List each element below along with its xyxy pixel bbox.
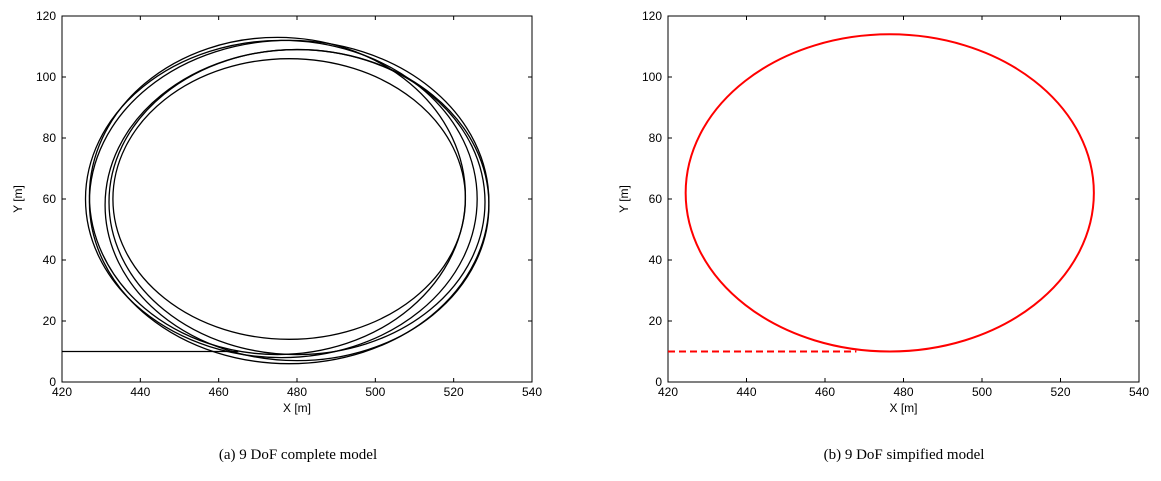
y-tick-label: 60 (649, 192, 663, 206)
x-axis-label-a: X [m] (283, 401, 311, 415)
y-tick-label: 40 (43, 253, 57, 267)
x-tick-label: 440 (736, 385, 756, 399)
x-tick-label: 520 (1050, 385, 1070, 399)
x-tick-label: 480 (893, 385, 913, 399)
trajectory-loop (684, 33, 1095, 353)
y-tick-label: 120 (642, 9, 662, 23)
caption-a: (a) 9 DoF complete model (219, 447, 377, 463)
x-tick-label: 460 (815, 385, 835, 399)
x-tick-label: 480 (287, 385, 307, 399)
y-tick-label: 0 (655, 375, 662, 389)
y-tick-label: 100 (642, 70, 662, 84)
trajectory-loop (108, 48, 486, 356)
plot-area-a (62, 36, 490, 365)
x-tick-label: 520 (444, 385, 464, 399)
y-tick-label: 80 (43, 131, 57, 145)
x-tick-label: 440 (130, 385, 150, 399)
chart-panel-b: 420 440 460 480 500 520 540 0 20 40 60 80 100 120 X … (617, 9, 1149, 463)
y-tick-label: 80 (649, 131, 663, 145)
y-axis-label-b: Y [m] (617, 185, 631, 213)
x-tick-label: 500 (365, 385, 385, 399)
x-tick-label: 540 (522, 385, 542, 399)
plot-frame-b (667, 15, 1140, 383)
plot-area-b (668, 33, 1095, 353)
y-tick-label: 0 (49, 375, 56, 389)
x-axis-ticks-a: 420 440 460 480 500 520 540 (52, 16, 542, 399)
y-tick-label: 20 (43, 314, 57, 328)
x-tick-label: 420 (658, 385, 678, 399)
trajectory-loop (112, 58, 467, 340)
y-tick-label: 40 (649, 253, 663, 267)
y-tick-label: 120 (36, 9, 56, 23)
y-tick-label: 20 (649, 314, 663, 328)
x-axis-label-b: X [m] (889, 401, 917, 415)
x-tick-label: 540 (1129, 385, 1149, 399)
plot-frame-a (61, 15, 533, 383)
y-axis-ticks-b: 0 20 40 60 80 100 120 (642, 9, 1139, 389)
x-tick-label: 500 (972, 385, 992, 399)
y-axis-label-a: Y [m] (11, 185, 25, 213)
y-axis-ticks-a: 0 20 40 60 80 100 120 (36, 9, 532, 389)
chart-panel-a: 420 440 460 480 500 520 540 0 20 40 60 80 100 120 X … (11, 9, 542, 463)
x-axis-ticks-b: 420 440 460 480 500 520 540 (658, 16, 1149, 399)
x-tick-label: 460 (209, 385, 229, 399)
y-tick-label: 100 (36, 70, 56, 84)
y-tick-label: 60 (43, 192, 57, 206)
x-tick-label: 420 (52, 385, 72, 399)
caption-b: (b) 9 DoF simpified model (824, 447, 985, 463)
